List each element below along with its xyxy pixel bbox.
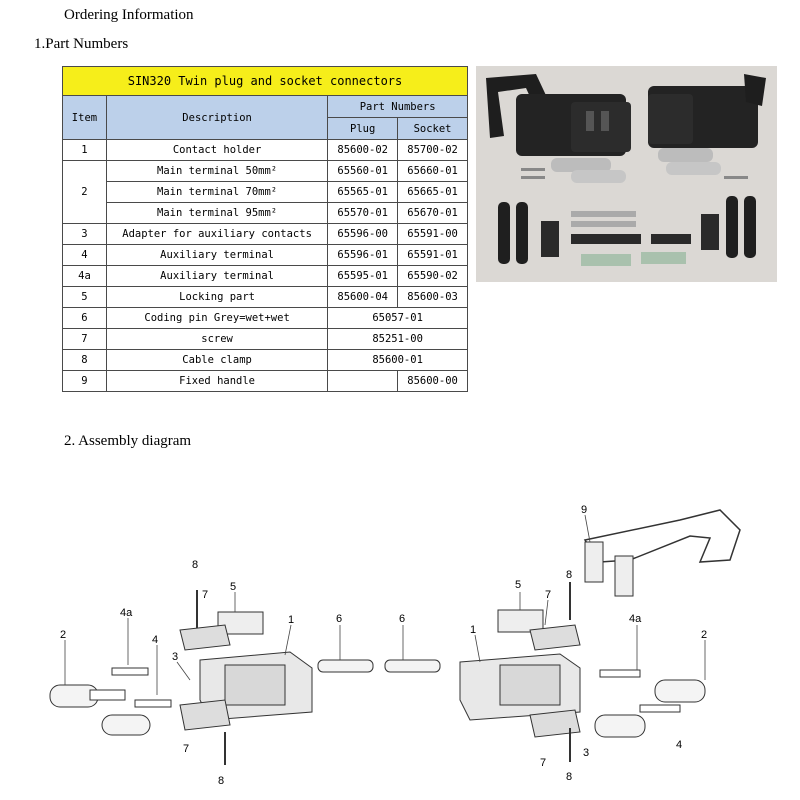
cell-description: Auxiliary terminal bbox=[105, 265, 329, 287]
assembly-heading: 2. Assembly diagram bbox=[64, 433, 192, 449]
cell-plug: 65570-01 bbox=[327, 202, 399, 224]
label-7-left-top: 7 bbox=[202, 589, 208, 601]
cell-plug: 85600-02 bbox=[327, 139, 399, 161]
main-terminal-left-bottom bbox=[101, 714, 151, 736]
header-plug: Plug bbox=[327, 117, 399, 140]
table-row: 7 screw 85251-00 bbox=[62, 328, 468, 350]
table-row: 9 Fixed handle 85600-00 bbox=[62, 370, 468, 392]
table-title: SIN320 Twin plug and socket connectors bbox=[62, 66, 468, 96]
cell-description: Contact holder bbox=[105, 139, 329, 161]
cell-description: Main terminal 95mm² bbox=[105, 202, 329, 224]
cell-part-number: 85600-01 bbox=[327, 349, 468, 371]
part-numbers-heading: 1.Part Numbers bbox=[34, 36, 129, 52]
label-1-left: 1 bbox=[288, 614, 294, 626]
label-6-right: 6 bbox=[399, 613, 405, 625]
label-1-right: 1 bbox=[470, 624, 476, 636]
cell-socket: 65591-01 bbox=[397, 244, 468, 266]
label-7-left-bottom: 7 bbox=[183, 743, 189, 755]
table-row: 8 Cable clamp 85600-01 bbox=[62, 349, 468, 371]
label-4a-right: 4a bbox=[629, 613, 642, 625]
table-row: 6 Coding pin Grey=wet+wet 65057-01 bbox=[62, 307, 468, 329]
table-row: Main terminal 70mm² 65565-01 65665-01 bbox=[63, 181, 468, 203]
cell-plug bbox=[327, 370, 399, 392]
table-row: 5 Locking part 85600-04 85600-03 bbox=[62, 286, 468, 308]
cell-description: Main terminal 50mm² bbox=[105, 160, 329, 182]
part-numbers-table: SIN320 Twin plug and socket connectors I… bbox=[62, 66, 468, 392]
cell-plug: 65595-01 bbox=[327, 265, 399, 287]
cell-socket: 85700-02 bbox=[397, 139, 468, 161]
label-3-right: 3 bbox=[583, 747, 589, 759]
cell-item: 9 bbox=[62, 370, 107, 392]
cell-item: 2 bbox=[62, 160, 107, 224]
cell-socket: 85600-00 bbox=[397, 370, 468, 392]
table-row: Main terminal 95mm² 65570-01 65670-01 bbox=[63, 202, 468, 224]
cell-socket: 85600-03 bbox=[397, 286, 468, 308]
cell-socket: 65660-01 bbox=[397, 160, 468, 182]
cell-plug: 85600-04 bbox=[327, 286, 399, 308]
ordering-heading: Ordering Information bbox=[64, 7, 194, 23]
cell-item: 8 bbox=[62, 349, 107, 371]
cell-socket: 65591-00 bbox=[397, 223, 468, 245]
label-2-left: 2 bbox=[60, 629, 66, 641]
cell-item: 4 bbox=[62, 244, 107, 266]
cell-description: Coding pin Grey=wet+wet bbox=[105, 307, 329, 329]
cell-description: Main terminal 70mm² bbox=[105, 181, 329, 203]
header-item: Item bbox=[62, 95, 107, 140]
label-5-right: 5 bbox=[515, 579, 521, 591]
label-8-right-top: 8 bbox=[566, 569, 572, 581]
label-7-right-bottom: 7 bbox=[540, 757, 546, 769]
cell-socket: 65670-01 bbox=[397, 202, 468, 224]
label-7-right-top: 7 bbox=[545, 589, 551, 601]
cell-socket: 65590-02 bbox=[397, 265, 468, 287]
table-row: 4 Auxiliary terminal 65596-01 65591-01 bbox=[62, 244, 468, 266]
cell-description: Cable clamp bbox=[105, 349, 329, 371]
cell-description: Locking part bbox=[105, 286, 329, 308]
cell-item: 3 bbox=[62, 223, 107, 245]
label-5-left: 5 bbox=[230, 581, 236, 593]
label-6-left: 6 bbox=[336, 613, 342, 625]
label-4a-left: 4a bbox=[120, 607, 133, 619]
label-2-right: 2 bbox=[701, 629, 707, 641]
label-8-right-bottom: 8 bbox=[566, 771, 572, 783]
header-socket: Socket bbox=[397, 117, 468, 140]
table-row: 3 Adapter for auxiliary contacts 65596-0… bbox=[62, 223, 468, 245]
cell-description: screw bbox=[105, 328, 329, 350]
table-row: 1 Contact holder 85600-02 85700-02 bbox=[62, 139, 468, 161]
cell-item: 6 bbox=[62, 307, 107, 329]
label-8-left-top: 8 bbox=[192, 559, 198, 571]
product-photo bbox=[476, 66, 777, 282]
table-row: 2 Main terminal 50mm² 65560-01 65660-01 bbox=[62, 160, 468, 224]
cell-item: 7 bbox=[62, 328, 107, 350]
assembly-diagram: 2 4a 4 3 8 7 5 1 6 7 8 6 1 5 7 8 9 4a 2 … bbox=[49, 504, 741, 787]
cell-description: Fixed handle bbox=[105, 370, 329, 392]
header-description: Description bbox=[105, 95, 329, 140]
cell-plug: 65596-01 bbox=[327, 244, 399, 266]
cell-socket: 65665-01 bbox=[397, 181, 468, 203]
cell-item: 4a bbox=[62, 265, 107, 287]
cell-part-number: 65057-01 bbox=[327, 307, 468, 329]
cell-plug: 65565-01 bbox=[327, 181, 399, 203]
label-3-left: 3 bbox=[172, 651, 178, 663]
label-4-left: 4 bbox=[152, 634, 158, 646]
cell-description: Auxiliary terminal bbox=[105, 244, 329, 266]
label-9: 9 bbox=[581, 504, 587, 516]
cell-item: 5 bbox=[62, 286, 107, 308]
cell-description: Adapter for auxiliary contacts bbox=[105, 223, 329, 245]
cell-part-number: 85251-00 bbox=[327, 328, 468, 350]
table-row: 4a Auxiliary terminal 65595-01 65590-02 bbox=[62, 265, 468, 287]
label-8-left-bottom: 8 bbox=[218, 775, 224, 787]
label-4-right: 4 bbox=[676, 739, 682, 751]
cell-plug: 65596-00 bbox=[327, 223, 399, 245]
cell-item: 1 bbox=[62, 139, 107, 161]
cell-plug: 65560-01 bbox=[327, 160, 399, 182]
header-part-numbers: Part Numbers bbox=[327, 95, 468, 118]
